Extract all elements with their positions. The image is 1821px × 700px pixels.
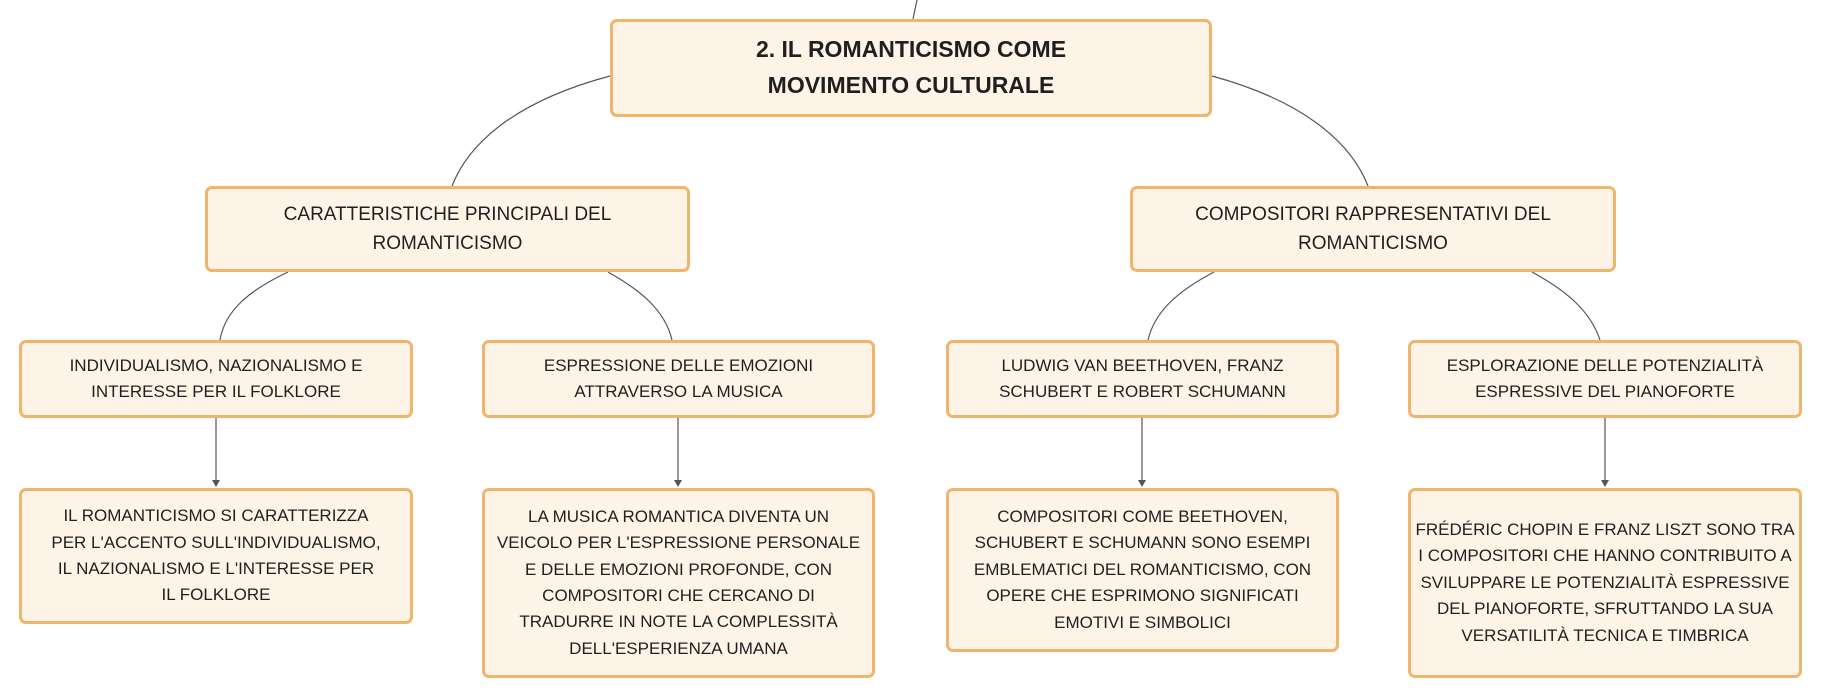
detail-text: FRÉDÉRIC CHOPIN E FRANZ LISZT SONO TRA I… bbox=[1415, 520, 1795, 645]
detail-node-emotions[interactable]: LA MUSICA ROMANTICA DIVENTA UN VEICOLO P… bbox=[482, 488, 875, 678]
subtopic-label: ESPRESSIONE DELLE EMOZIONI ATTRAVERSO LA… bbox=[543, 355, 814, 401]
connector-branch-1-to-child-2 bbox=[607, 271, 673, 341]
detail-text: COMPOSITORI COME BEETHOVEN, SCHUBERT E S… bbox=[973, 507, 1312, 632]
detail-node-pianoforte[interactable]: FRÉDÉRIC CHOPIN E FRANZ LISZT SONO TRA I… bbox=[1408, 488, 1802, 678]
connector-root-to-branch-1 bbox=[451, 75, 611, 187]
detail-node-individualism[interactable]: IL ROMANTICISMO SI CARATTERIZZA PER L'AC… bbox=[19, 488, 413, 624]
connector-branch-2-to-child-1 bbox=[1147, 271, 1215, 341]
branch-node-characteristics[interactable]: CARATTERISTICHE PRINCIPALI DEL ROMANTICI… bbox=[205, 186, 690, 272]
subtopic-label: LUDWIG VAN BEETHOVEN, FRANZ SCHUBERT E R… bbox=[999, 355, 1286, 401]
connector-branch-2-to-child-2 bbox=[1531, 271, 1601, 341]
root-topic-label: 2. IL ROMANTICISMO COME MOVIMENTO CULTUR… bbox=[755, 36, 1067, 98]
subtopic-node-pianoforte[interactable]: ESPLORAZIONE DELLE POTENZIALITÀ ESPRESSI… bbox=[1408, 340, 1802, 418]
subtopic-label: ESPLORAZIONE DELLE POTENZIALITÀ ESPRESSI… bbox=[1446, 355, 1764, 401]
subtopic-node-emotions[interactable]: ESPRESSIONE DELLE EMOZIONI ATTRAVERSO LA… bbox=[482, 340, 875, 418]
branch-node-composers[interactable]: COMPOSITORI RAPPRESENTATIVI DEL ROMANTIC… bbox=[1130, 186, 1616, 272]
detail-text: LA MUSICA ROMANTICA DIVENTA UN VEICOLO P… bbox=[496, 506, 861, 658]
detail-text: IL ROMANTICISMO SI CARATTERIZZA PER L'AC… bbox=[51, 506, 381, 605]
subtopic-node-individualism[interactable]: INDIVIDUALISMO, NAZIONALISMO E INTERESSE… bbox=[19, 340, 413, 418]
connector-branch-1-to-child-1 bbox=[219, 271, 289, 341]
branch-label: COMPOSITORI RAPPRESENTATIVI DEL ROMANTIC… bbox=[1195, 203, 1551, 254]
subtopic-label: INDIVIDUALISMO, NAZIONALISMO E INTERESSE… bbox=[69, 355, 363, 401]
detail-node-composers-list[interactable]: COMPOSITORI COME BEETHOVEN, SCHUBERT E S… bbox=[946, 488, 1339, 652]
root-topic-node[interactable]: 2. IL ROMANTICISMO COME MOVIMENTO CULTUR… bbox=[610, 19, 1212, 117]
subtopic-node-composers-list[interactable]: LUDWIG VAN BEETHOVEN, FRANZ SCHUBERT E R… bbox=[946, 340, 1339, 418]
branch-label: CARATTERISTICHE PRINCIPALI DEL ROMANTICI… bbox=[283, 203, 612, 254]
connector-root-incoming bbox=[912, 0, 918, 20]
connector-root-to-branch-2 bbox=[1211, 75, 1369, 187]
